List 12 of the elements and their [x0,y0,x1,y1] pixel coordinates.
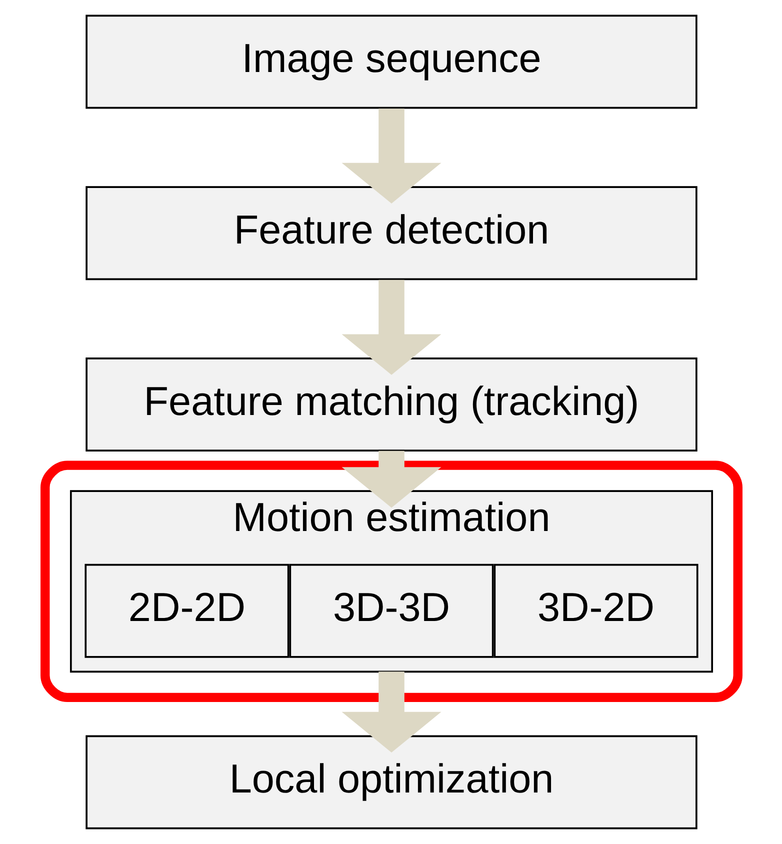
arrow [341,450,441,508]
node-box: Feature detection [85,186,697,280]
arrow [341,108,441,204]
arrow [341,280,441,375]
node-box: Image sequence [85,14,697,109]
node-box: Feature matching (tracking) [85,358,697,452]
node-box: 2D-2D [84,564,289,658]
arrow [341,672,441,753]
cluster [40,460,742,702]
node-box: 3D-3D [288,564,494,658]
node-box: Local optimization [85,735,697,830]
node-box: 3D-2D [493,564,698,658]
